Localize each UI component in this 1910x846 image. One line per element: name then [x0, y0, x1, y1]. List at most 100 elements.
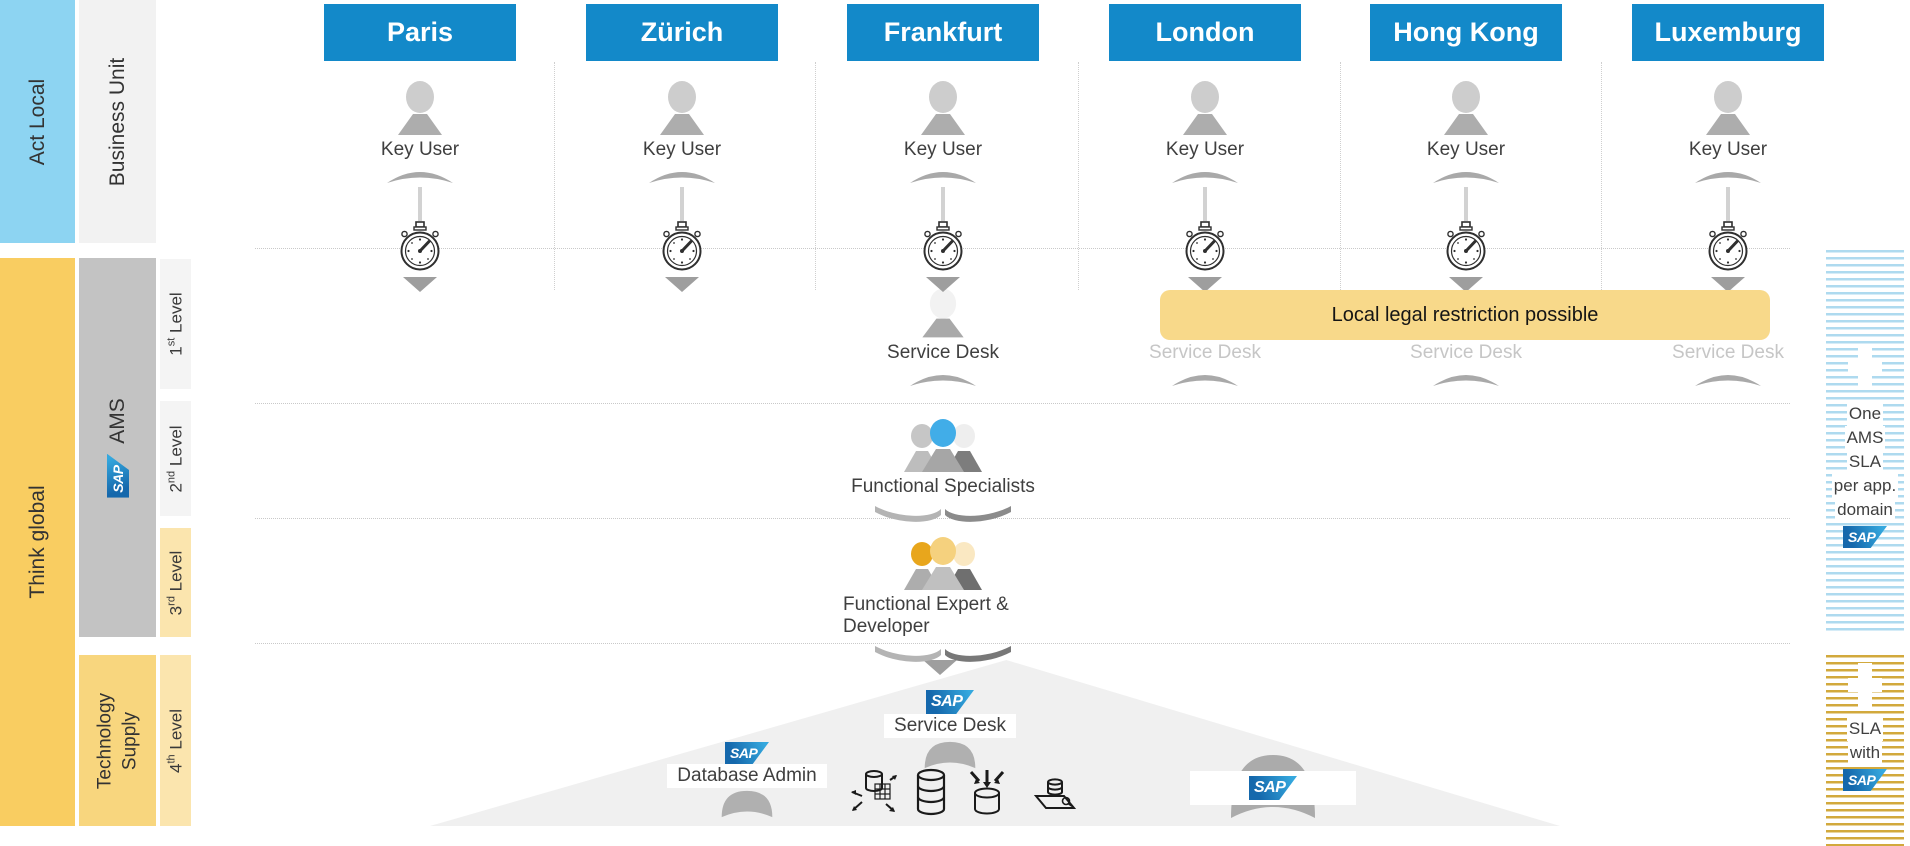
level-1-band: 1st Level [160, 259, 191, 389]
sla-with-text: SLA with [1846, 717, 1884, 765]
sap-partner-box: SAP [1190, 771, 1356, 805]
column-separator-4 [1340, 62, 1341, 290]
column-separator-3 [1078, 62, 1079, 290]
note-line: with [1847, 741, 1883, 765]
row-divider-4th-level [255, 643, 1790, 644]
person-icon [1444, 81, 1488, 135]
person-icon [1706, 81, 1750, 135]
down-arrow-icon [1449, 277, 1483, 292]
person-icon [660, 81, 704, 135]
person-icon [398, 81, 442, 135]
sap-logo: SAP [107, 453, 129, 497]
sap-ams-band: SAP AMS [79, 258, 156, 637]
note-line: per app. [1831, 474, 1899, 498]
arc-bracket-icon [1695, 375, 1761, 386]
service-desk-london: Service Desk [1105, 286, 1305, 388]
arc-bracket-icon [387, 172, 453, 183]
team-icon [904, 537, 982, 590]
column-separator-2 [815, 62, 816, 290]
arc-bracket-icon [1433, 172, 1499, 183]
database-admin-label: Database Admin [667, 764, 827, 788]
team-icon [904, 419, 982, 472]
down-arrow-icon [926, 277, 960, 292]
level-1-label: 1st Level [165, 292, 185, 356]
sap-logo-text: SAP [730, 745, 758, 761]
key-user-label: Key User [903, 139, 983, 160]
functional-specialists-group: Functional Specialists [843, 418, 1043, 524]
connector-line [680, 187, 684, 221]
service-desk-label: Service Desk [887, 342, 999, 363]
arc-bracket-icon [1172, 172, 1238, 183]
plus-connector-icon [1848, 663, 1882, 707]
sap-logo: SAP [725, 742, 769, 764]
service-desk-frankfurt: Service Desk [843, 286, 1043, 388]
level-4-band: 4th Level [160, 655, 191, 826]
sap-logo-text: SAP [109, 464, 126, 493]
open-book-bracket-icon [875, 646, 1011, 662]
column-zurich: Zürich Key User [582, 0, 782, 292]
city-header-paris: Paris [324, 4, 516, 61]
database-stack-icon [916, 768, 946, 816]
sap-logo-text: SAP [931, 693, 963, 710]
key-user-label: Key User [1165, 139, 1245, 160]
arc-bracket-icon [1172, 375, 1238, 386]
arc-bracket-icon [1433, 375, 1499, 386]
ams-text: AMS [105, 397, 129, 444]
database-icons-row [848, 766, 1078, 818]
sla-with-sap-note: SLA with SAP [1826, 655, 1904, 846]
act-local-label: Act Local [25, 78, 49, 165]
service-desk-label: Service Desk [1149, 342, 1261, 363]
service-desk-luxemburg: Service Desk [1628, 286, 1828, 388]
column-london: London Key User [1105, 0, 1305, 292]
arc-bracket-icon [910, 375, 976, 386]
sap-logo: SAP [1843, 526, 1887, 548]
sap-logo: SAP [926, 690, 974, 714]
think-global-label: Think global [25, 485, 49, 599]
service-desk-hong-kong: Service Desk [1366, 286, 1566, 388]
functional-expert-group: Functional Expert & Developer [843, 536, 1043, 664]
database-board-icon [1033, 778, 1077, 809]
stopwatch-icon [1708, 221, 1748, 271]
service-desk-label: Service Desk [1410, 342, 1522, 363]
column-separator-5 [1601, 62, 1602, 290]
row-divider-1st-level [255, 248, 1790, 249]
city-header-hong-kong: Hong Kong [1370, 4, 1562, 61]
city-header-london: London [1109, 4, 1301, 61]
act-local-band: Act Local [0, 0, 75, 243]
technology-supply-label: Technology Supply [93, 692, 140, 789]
legal-restriction-banner: Local legal restriction possible [1160, 290, 1770, 340]
open-book-bracket-icon [875, 506, 1011, 522]
down-arrow-icon [1188, 277, 1222, 292]
down-arrow-icon [403, 277, 437, 292]
note-line: SLA [1846, 717, 1884, 741]
connector-line [1464, 187, 1468, 221]
arch-bracket-icon [721, 790, 773, 818]
one-ams-sla-text: One AMS SLA per app. domain [1831, 402, 1899, 522]
database-admin-block: SAP Database Admin [647, 742, 847, 819]
stopwatch-icon [1185, 221, 1225, 271]
person-icon [1183, 81, 1227, 135]
city-header-luxemburg: Luxemburg [1632, 4, 1824, 61]
connector-line [1203, 187, 1207, 221]
data-inflow-database-icon [969, 770, 1005, 815]
think-global-band: Think global [0, 258, 75, 826]
row-divider-2nd-level [255, 403, 1790, 404]
column-hong-kong: Hong Kong Key User [1366, 0, 1566, 292]
down-arrow-icon [1711, 277, 1745, 292]
note-line: AMS [1844, 426, 1886, 450]
key-user-label: Key User [1688, 139, 1768, 160]
arc-bracket-icon [910, 172, 976, 183]
column-frankfurt: Frankfurt Key User [843, 0, 1043, 292]
distributed-database-icon [851, 770, 897, 812]
sap-logo-text: SAP [1848, 529, 1876, 545]
functional-expert-label: Functional Expert & Developer [843, 594, 1009, 637]
key-user-label: Key User [642, 139, 722, 160]
sap-logo-text: SAP [1848, 772, 1876, 788]
column-paris: Paris Key User [320, 0, 520, 292]
down-arrow-icon [923, 660, 957, 675]
city-header-frankfurt: Frankfurt [847, 4, 1039, 61]
key-user-label: Key User [380, 139, 460, 160]
sap-service-desk-block: SAP Service Desk [850, 690, 1050, 770]
column-luxemburg: Luxemburg Key User [1628, 0, 1828, 292]
